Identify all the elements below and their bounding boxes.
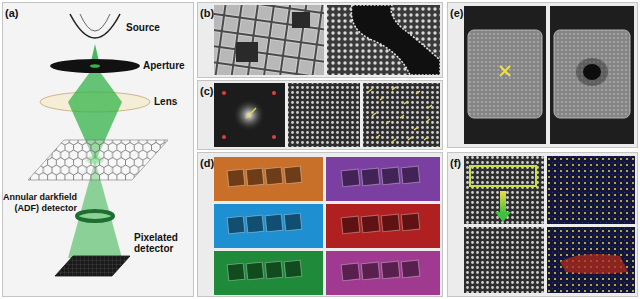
field-overlay xyxy=(368,87,432,142)
diffraction-spot xyxy=(222,91,226,95)
position-map xyxy=(547,227,635,293)
image-gap xyxy=(292,12,310,28)
diffraction-image xyxy=(214,83,285,147)
panel-frame: (d) xyxy=(197,152,443,297)
component-label: Source xyxy=(126,22,186,33)
map-purple xyxy=(326,157,440,201)
panel-ground xyxy=(447,152,638,297)
vacancy-region xyxy=(351,5,440,75)
panel-ground xyxy=(447,2,638,148)
dynamics-images xyxy=(464,156,635,293)
panel-letter: (b) xyxy=(198,5,214,19)
lattice-image xyxy=(288,83,360,147)
position-map xyxy=(547,156,635,224)
defect-cluster xyxy=(560,254,628,274)
panel-letter: (c) xyxy=(198,83,213,97)
source-tip xyxy=(70,14,120,38)
particle-row xyxy=(227,166,420,281)
image-ground xyxy=(464,6,546,144)
diffraction-spot xyxy=(222,135,226,139)
panel-frame: (b) xyxy=(197,2,443,78)
lattice-image xyxy=(464,227,544,293)
component-label: Pixelated detector xyxy=(134,232,192,254)
lattice-image xyxy=(464,156,544,224)
diffraction-spot xyxy=(272,91,276,95)
shift-vector xyxy=(246,108,256,118)
scan-region xyxy=(470,166,536,186)
scan-arrow xyxy=(495,212,511,222)
panel-ground xyxy=(2,2,194,297)
panel-ground xyxy=(197,152,443,297)
panel-letter: (e) xyxy=(448,5,463,19)
panel-ground xyxy=(197,2,443,78)
map-green xyxy=(214,251,323,295)
aperture-disc xyxy=(50,59,140,73)
graphene-sheet xyxy=(28,140,168,180)
image-gap xyxy=(236,42,258,62)
micrograph-c xyxy=(214,83,440,147)
nanocube xyxy=(554,30,630,118)
component-label: Aperture xyxy=(143,60,193,71)
nanocube-image xyxy=(214,5,324,75)
particle-images xyxy=(464,6,634,144)
component-label: Lens xyxy=(154,96,192,107)
aperture-hole xyxy=(90,64,100,68)
panel-frame: (c) xyxy=(197,80,443,150)
panel-ground xyxy=(197,80,443,150)
source-tip xyxy=(80,14,110,31)
map-blue xyxy=(214,204,323,248)
diffraction-disc xyxy=(233,99,265,131)
image-ground xyxy=(550,6,634,144)
lattice-image xyxy=(363,83,440,147)
map-magenta xyxy=(326,251,440,295)
component-label: Annular darkfield (ADF) detector xyxy=(3,192,77,214)
panel-letter: (f) xyxy=(448,155,461,169)
micrograph-b xyxy=(214,5,440,75)
lattice-image xyxy=(327,5,440,75)
scan-arrow xyxy=(500,191,506,213)
graphene-lattice xyxy=(28,140,168,180)
panel-letter: (d) xyxy=(198,155,214,169)
panel-frame: (e) xyxy=(447,2,638,148)
diffraction-spot xyxy=(272,135,276,139)
map-red xyxy=(326,204,440,248)
pixelated-detector xyxy=(55,256,130,276)
map-orange xyxy=(214,157,323,201)
beam-spot xyxy=(85,155,105,165)
panel-letter: (a) xyxy=(3,5,18,19)
panel-frame: (f) xyxy=(447,152,638,297)
adf-ring xyxy=(77,211,113,221)
nanocube xyxy=(468,30,542,118)
hole-halo xyxy=(576,58,608,86)
elemental-maps xyxy=(214,157,440,295)
probe-marker xyxy=(500,66,510,76)
